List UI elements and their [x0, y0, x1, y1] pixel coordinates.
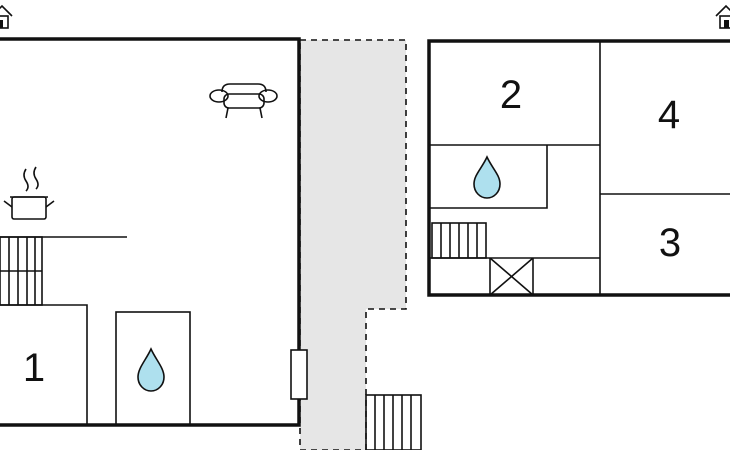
room-label-3: 3: [659, 221, 681, 265]
stairs-icon: [0, 236, 43, 306]
bathroom-right-outline: [429, 145, 548, 209]
water-drop-icon: [137, 347, 165, 392]
bathroom-left-outline: [115, 311, 191, 426]
room-label-2: 2: [500, 73, 522, 117]
room-1-outline: [0, 304, 88, 425]
outdoor-walkway: [299, 39, 407, 450]
right-building-walls: [427, 39, 730, 297]
room-label-1: 1: [23, 346, 45, 390]
water-drop-icon: [473, 155, 501, 199]
right-building: 2 4 3: [427, 4, 730, 297]
stair-void: [489, 257, 534, 296]
house-icon: [715, 4, 730, 29]
stairs-icon: [431, 222, 487, 259]
left-building: 1: [0, 4, 308, 427]
cooking-pot-icon: [3, 166, 55, 220]
door: [290, 349, 308, 400]
sofa-icon: [209, 83, 278, 119]
room-label-4: 4: [658, 93, 680, 137]
stairs-icon: [365, 394, 422, 450]
house-icon: [0, 4, 13, 29]
